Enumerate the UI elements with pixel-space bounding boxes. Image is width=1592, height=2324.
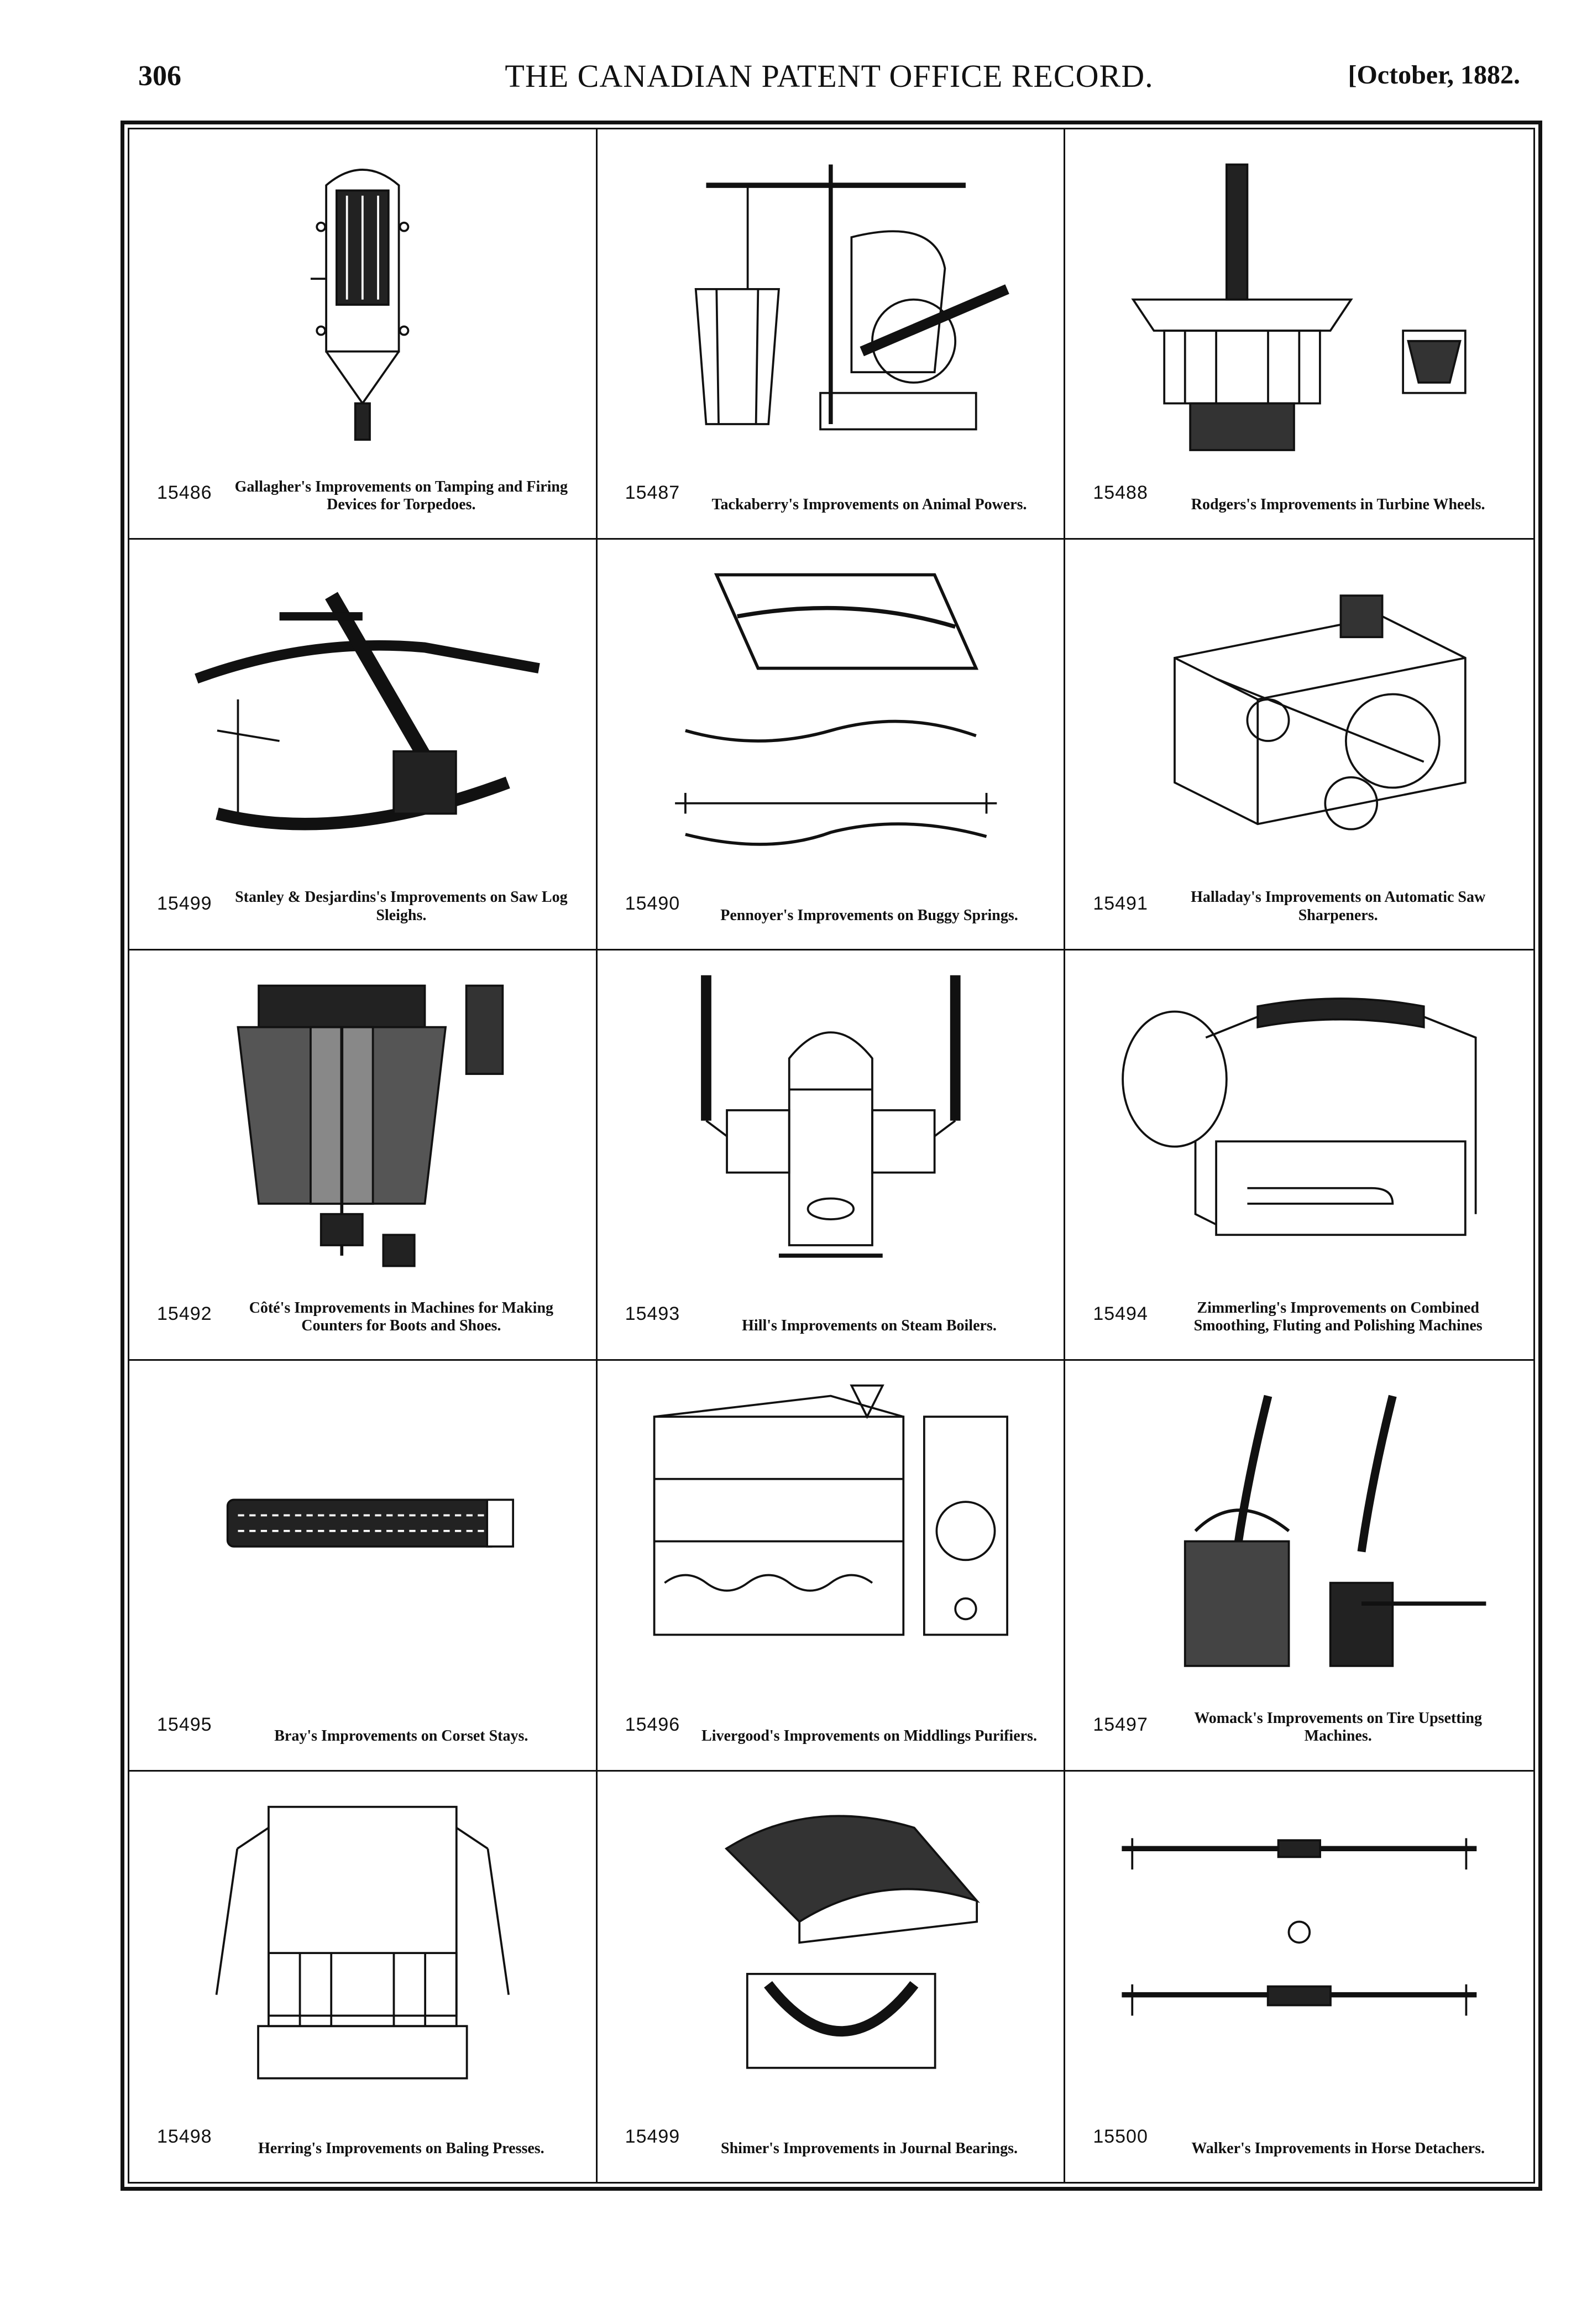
patent-number: 15491 xyxy=(1093,892,1148,914)
patent-number: 15499 xyxy=(625,2126,680,2147)
patent-number: 15495 xyxy=(157,1714,212,1735)
patent-number: 15496 xyxy=(625,1714,680,1735)
patent-number: 15500 xyxy=(1093,2126,1148,2147)
patent-caption: Côté's Improvements in Machines for Maki… xyxy=(249,1299,554,1334)
patent-caption: Stanley & Desjardins's Improvements on S… xyxy=(235,889,568,924)
patent-cell: 15487 Tackaberry's Improvements on Anima… xyxy=(597,129,1066,540)
buggy-spring-drawing xyxy=(614,554,1048,865)
patent-caption: Herring's Improvements on Baling Presses… xyxy=(258,2139,544,2157)
patent-number: 15493 xyxy=(625,1303,680,1325)
journal-bearing-drawing xyxy=(614,1786,1048,2099)
patent-cell: 15496 Livergood's Improvements on Middli… xyxy=(597,1361,1066,1772)
tire-upsetting-machine-drawing xyxy=(1082,1375,1517,1686)
patent-caption: Livergood's Improvements on Middlings Pu… xyxy=(701,1727,1037,1745)
patent-cell: 15500 Walker's Improvements in Horse Det… xyxy=(1065,1772,1533,2182)
patent-number: 15492 xyxy=(157,1303,212,1325)
saw-log-sleigh-drawing xyxy=(146,554,579,865)
patent-cell: 15499 Stanley & Desjardins's Improvement… xyxy=(129,540,598,951)
patent-number: 15488 xyxy=(1093,482,1148,504)
saw-sharpener-drawing xyxy=(1082,554,1517,865)
middlings-purifier-drawing xyxy=(614,1375,1048,1686)
patent-caption: Gallagher's Improvements on Tamping and … xyxy=(234,478,568,514)
patent-plate: 15486 Gallagher's Improvements on Tampin… xyxy=(121,121,1542,2191)
corset-stay-drawing xyxy=(146,1375,579,1686)
turbine-wheel-drawing xyxy=(1082,144,1517,455)
counter-machine-drawing xyxy=(146,965,579,1276)
patent-cell: 15494 Zimmerling's Improvements on Combi… xyxy=(1065,951,1533,1361)
issue-date: [October, 1882. xyxy=(1348,60,1520,90)
patent-caption: Walker's Improvements in Horse Detachers… xyxy=(1191,2139,1485,2157)
publication-title: THE CANADIAN PATENT OFFICE RECORD. xyxy=(505,58,1154,94)
page-number: 306 xyxy=(138,60,181,92)
horse-detacher-drawing xyxy=(1082,1786,1517,2099)
patent-cell: 15490 Pennoyer's Improvements on Buggy S… xyxy=(597,540,1066,951)
patent-cell: 15498 Herring's Improvements on Baling P… xyxy=(129,1771,598,2182)
patent-number: 15490 xyxy=(625,892,680,914)
patent-caption: Hill's Improvements on Steam Boilers. xyxy=(742,1317,997,1334)
patent-cell: 15497 Womack's Improvements on Tire Upse… xyxy=(1065,1361,1533,1772)
patent-cell: 15495 Bray's Improvements on Corset Stay… xyxy=(129,1361,598,1772)
patent-number: 15494 xyxy=(1093,1303,1148,1325)
patent-cell: 15486 Gallagher's Improvements on Tampin… xyxy=(129,129,598,540)
torpedo-device-drawing xyxy=(146,144,579,455)
patent-cell: 15488 Rodgers's Improvements in Turbine … xyxy=(1065,129,1533,540)
animal-power-drawing xyxy=(614,144,1048,455)
patent-number: 15498 xyxy=(157,2126,212,2147)
patent-cell: 15492 Côté's Improvements in Machines fo… xyxy=(129,950,598,1361)
patent-caption: Pennoyer's Improvements on Buggy Springs… xyxy=(720,906,1018,924)
patent-grid: 15486 Gallagher's Improvements on Tampin… xyxy=(128,128,1535,2184)
patent-number: 15487 xyxy=(625,482,680,504)
patent-caption: Shimer's Improvements in Journal Bearing… xyxy=(721,2139,1018,2157)
patent-number: 15499 xyxy=(157,892,212,914)
patent-caption: Womack's Improvements on Tire Upsetting … xyxy=(1194,1710,1482,1745)
patent-caption: Rodgers's Improvements in Turbine Wheels… xyxy=(1191,496,1485,514)
patent-number: 15486 xyxy=(157,482,212,504)
patent-caption: Halladay's Improvements on Automatic Saw… xyxy=(1191,889,1486,924)
steam-boiler-drawing xyxy=(614,965,1048,1276)
patent-cell: 15499 Shimer's Improvements in Journal B… xyxy=(598,1771,1066,2182)
patent-cell: 15493 Hill's Improvements on Steam Boile… xyxy=(597,950,1066,1361)
patent-cell: 15491 Halladay's Improvements on Automat… xyxy=(1065,540,1533,951)
patent-number: 15497 xyxy=(1093,1714,1148,1735)
patent-caption: Zimmerling's Improvements on Combined Sm… xyxy=(1193,1299,1483,1334)
patent-caption: Bray's Improvements on Corset Stays. xyxy=(274,1727,528,1745)
page-header: 306 THE CANADIAN PATENT OFFICE RECORD. [… xyxy=(133,55,1526,105)
patent-caption: Tackaberry's Improvements on Animal Powe… xyxy=(711,496,1027,514)
smoothing-machine-drawing xyxy=(1082,965,1517,1276)
baling-press-drawing xyxy=(146,1786,579,2099)
